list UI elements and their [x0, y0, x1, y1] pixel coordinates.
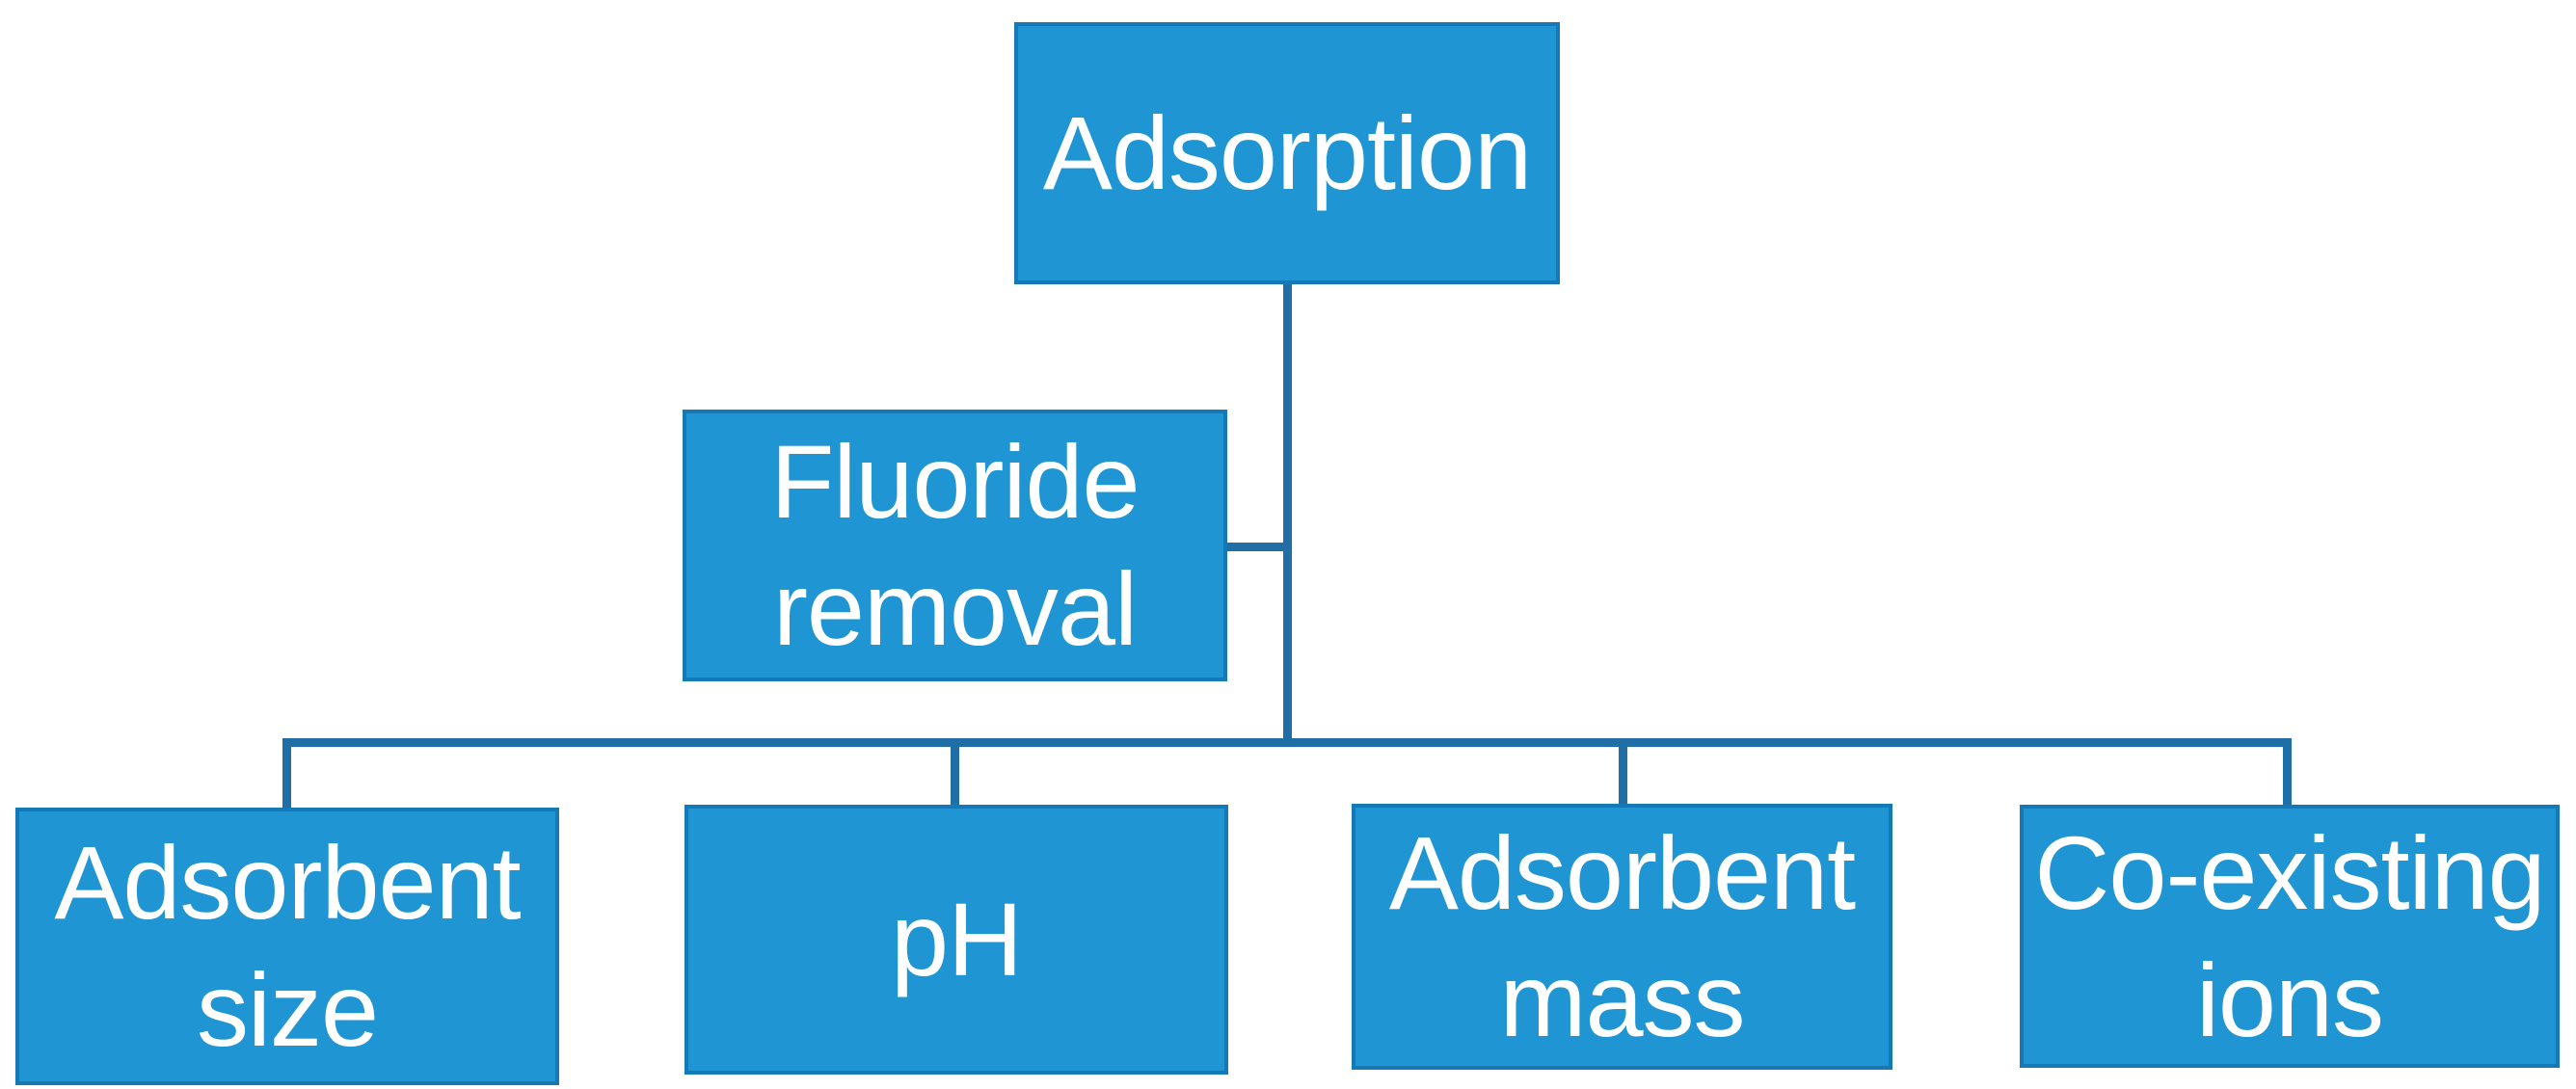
node-co-existing-ions: Co-existing ions — [2020, 805, 2560, 1068]
drop-line-adsorbent-mass — [1619, 742, 1627, 806]
node-fluoride-removal-label: Fluoride removal — [770, 423, 1140, 667]
drop-line-co-existing-ions — [2283, 738, 2292, 807]
node-adsorbent-size: Adsorbent size — [15, 808, 559, 1085]
drop-line-ph — [951, 742, 959, 807]
node-adsorbent-size-label: Adsorbent size — [54, 824, 521, 1068]
node-adsorption: Adsorption — [1014, 22, 1560, 284]
node-ph-label: pH — [890, 881, 1023, 998]
node-co-existing-ions-label: Co-existing ions — [2034, 813, 2545, 1058]
node-fluoride-removal: Fluoride removal — [683, 410, 1227, 681]
node-adsorption-label: Adsorption — [1042, 94, 1532, 212]
node-adsorbent-mass-label: Adsorbent mass — [1388, 814, 1856, 1058]
node-ph: pH — [684, 805, 1228, 1075]
branch-horizontal-line — [282, 738, 2292, 747]
trunk-vertical-line — [1283, 282, 1292, 747]
fluoride-branch-line — [1221, 543, 1289, 551]
drop-line-adsorbent-size — [282, 738, 291, 810]
node-adsorbent-mass: Adsorbent mass — [1352, 804, 1892, 1070]
